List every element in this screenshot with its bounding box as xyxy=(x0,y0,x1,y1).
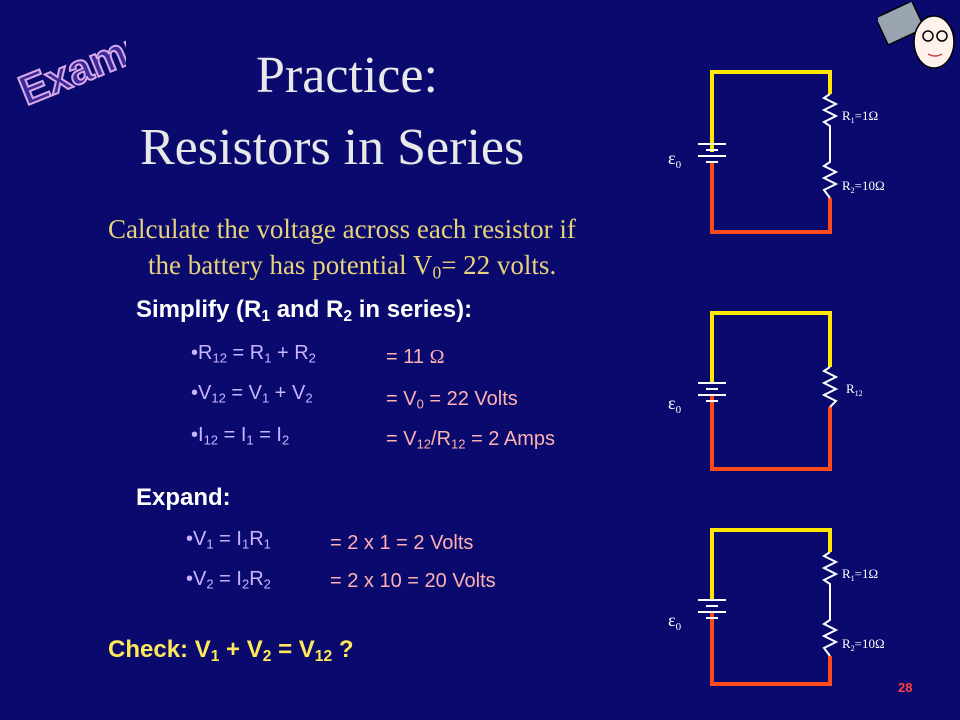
expand-heading: Expand: xyxy=(136,484,231,511)
emf-label: ε0 xyxy=(668,393,682,416)
check-line: Check: V1 + V2 = V12 ? xyxy=(108,636,354,665)
title-line-1: Practice: xyxy=(256,47,438,104)
slide-number: 28 xyxy=(898,680,913,695)
circuit-series-1: ε0 R1=1Ω R2=10Ω xyxy=(668,70,885,234)
wire-top xyxy=(710,528,832,600)
r2-label: R2=10Ω xyxy=(842,636,885,653)
intro-line-1: Calculate the voltage across each resist… xyxy=(108,214,576,244)
wire-top xyxy=(710,70,832,152)
emf-label: ε0 xyxy=(668,610,682,633)
wire-top xyxy=(710,311,832,383)
resistor-r1-r2 xyxy=(821,93,839,199)
wire-bottom xyxy=(710,612,832,686)
v12-equation: •V12 = V1 + V2 xyxy=(191,382,313,406)
example-stamp: Example xyxy=(11,10,126,115)
emf-label: ε0 xyxy=(668,148,682,171)
v1-equation: •V1 = I1R1 xyxy=(186,528,271,552)
cartoon-reader-icon xyxy=(878,2,955,69)
r2-label: R2=10Ω xyxy=(842,178,885,195)
wire-bottom xyxy=(710,162,832,234)
wire-bottom xyxy=(710,395,832,471)
resistor-r12 xyxy=(821,366,839,408)
r1-label: R1=1Ω xyxy=(842,108,878,125)
v2-equation: •V2 = I2R2 xyxy=(186,568,271,592)
v12-result: = V0 = 22 Volts xyxy=(386,388,518,412)
circuit-equivalent: ε0 R12 xyxy=(668,311,863,471)
simplify-heading: Simplify (R1 and R2 in series): xyxy=(136,296,473,325)
r12-label: R12 xyxy=(846,381,863,398)
v1-result: = 2 x 1 = 2 Volts xyxy=(330,532,474,554)
circuit-series-2: ε0 R1=1Ω R2=10Ω xyxy=(668,528,885,686)
v2-result: = 2 x 10 = 20 Volts xyxy=(330,570,496,592)
i12-result: = V12/R12 = 2 Amps xyxy=(386,428,556,452)
title-line-2: Resistors in Series xyxy=(140,119,525,176)
r1-label: R1=1Ω xyxy=(842,566,878,583)
r12-equation: •R12 = R1 + R2 xyxy=(191,342,316,366)
r12-result: = 11 Ω xyxy=(386,346,445,368)
resistor-r1-r2 xyxy=(821,551,839,657)
intro-line-2: the battery has potential V0= 22 volts. xyxy=(148,250,557,283)
example-stamp-label: Example xyxy=(12,10,126,114)
i12-equation: •I12 = I1 = I2 xyxy=(191,424,290,448)
